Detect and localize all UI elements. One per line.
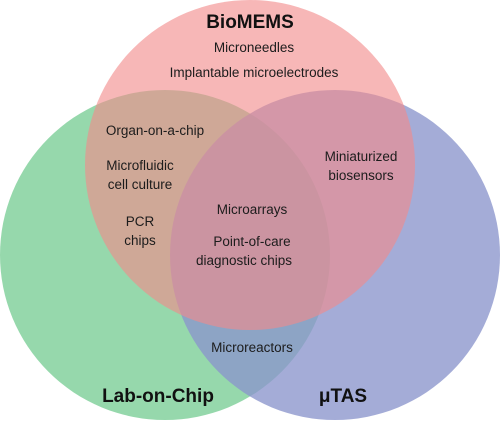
label-cell-culture: cell culture	[108, 177, 173, 192]
label-implantable-microelectrodes: Implantable microelectrodes	[170, 65, 339, 80]
lab-on-chip-title: Lab-on-Chip	[102, 386, 214, 407]
label-pcr: PCR	[126, 214, 155, 229]
label-microfluidic: Microfluidic	[106, 158, 174, 173]
label-microneedles: Microneedles	[214, 40, 295, 55]
label-biosensors: biosensors	[328, 168, 394, 183]
label-miniaturized: Miniaturized	[325, 149, 398, 164]
label-microreactors: Microreactors	[211, 340, 293, 355]
label-organ-on-a-chip: Organ-on-a-chip	[106, 123, 204, 138]
biomems-circle	[85, 0, 415, 330]
utas-title: μTAS	[319, 386, 367, 407]
label-diagnostic-chips: diagnostic chips	[196, 253, 292, 268]
label-chips: chips	[124, 233, 156, 248]
biomems-title: BioMEMS	[206, 12, 294, 33]
label-microarrays: Microarrays	[217, 202, 288, 217]
label-point-of-care: Point-of-care	[213, 234, 290, 249]
